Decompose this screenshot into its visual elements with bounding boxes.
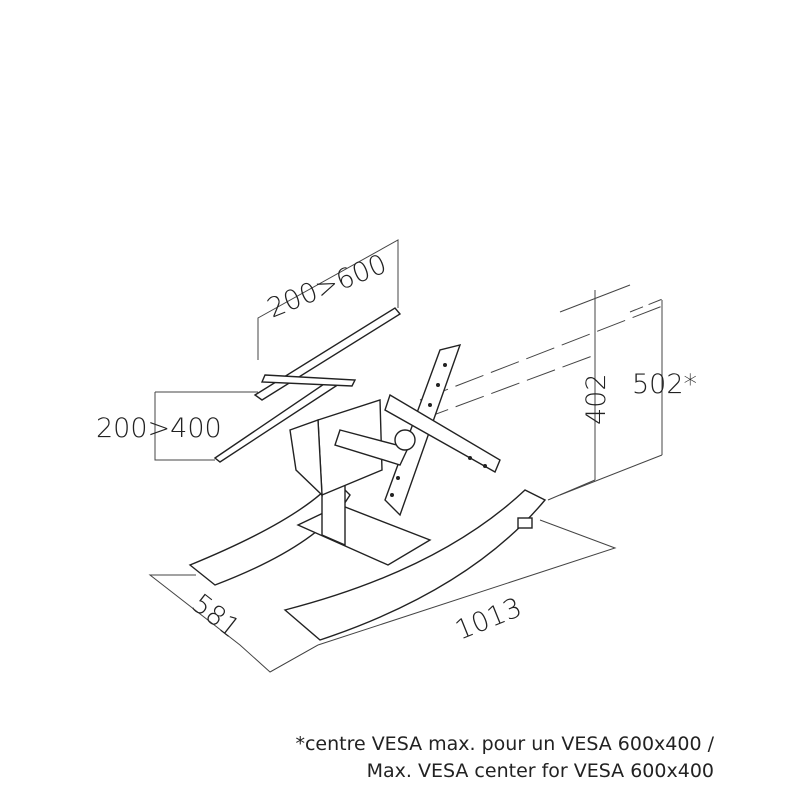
dim-width: 1013 [451,592,526,646]
footnote-english: Max. VESA center for VESA 600x400 [366,760,714,782]
dimension-lines [148,239,666,673]
rear-arm [213,379,338,463]
vesa-arm [384,393,501,473]
dim-vesa-width: 200>600 [263,249,391,325]
dim-depth: 581 [186,588,246,644]
stand-drawing [188,307,547,641]
adjuster-foot [517,517,533,529]
dim-height-min: 402 [581,373,612,425]
vesa-holes [390,363,487,497]
dim-height-max: 502* [632,369,697,400]
vesa-center-hub [394,429,416,451]
right-foot [283,489,547,641]
footnote-french: *centre VESA max. pour un VESA 600x400 / [295,733,714,755]
dim-vesa-height: 200>400 [96,413,222,444]
